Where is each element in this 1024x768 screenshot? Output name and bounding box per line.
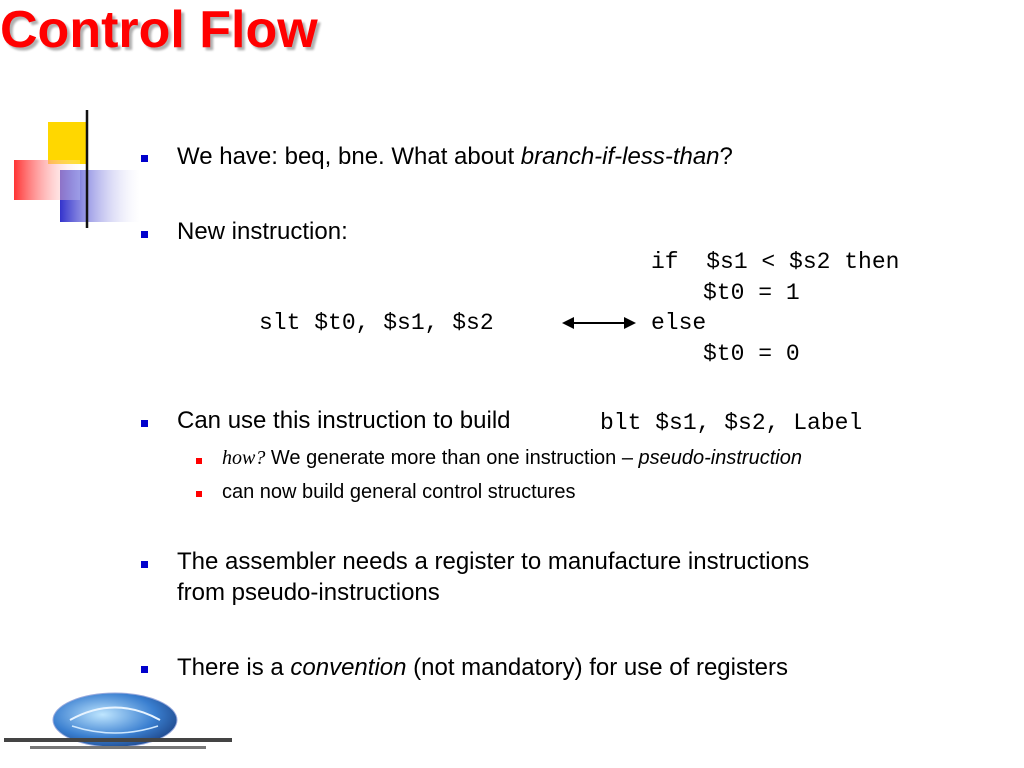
bullet-5-italic: convention — [290, 654, 407, 681]
bullet-3-code: blt $s1, $s2, Label — [600, 410, 863, 436]
yellow-square — [48, 122, 86, 164]
bullet-marker — [141, 420, 148, 427]
subbullet-marker — [196, 458, 202, 464]
bullet-1-text: We have: beq, bne. What about branch-if-… — [177, 143, 733, 171]
bullet-marker — [141, 666, 148, 673]
bullet-1-suffix: ? — [719, 143, 733, 170]
subbullet-2-text: can now build general control structures — [222, 481, 576, 503]
code-else-value-line: $t0 = 0 — [703, 341, 800, 367]
bullet-5-suffix: (not mandatory) for use of registers — [406, 654, 788, 681]
code-slt-line: slt $t0, $s1, $s2 — [259, 310, 494, 336]
bullet-1-prefix: We have: beq, bne. What about — [177, 143, 521, 170]
bullet-3-text: Can use this instruction to build — [177, 407, 511, 434]
bullet-4-line-1: The assembler needs a register to manufa… — [177, 548, 810, 575]
slide-title: Control Flow — [0, 1, 318, 59]
bullet-marker — [141, 231, 148, 238]
bullet-marker — [141, 561, 148, 568]
bullet-4-line-2: from pseudo-instructions — [177, 579, 440, 606]
subbullet-1-text: how? We generate more than one instructi… — [222, 446, 802, 470]
bullet-2-text: New instruction: — [177, 218, 348, 245]
subbullet-1-how: how? — [222, 447, 266, 469]
double-arrow-icon — [562, 317, 636, 329]
university-logo-icon — [4, 692, 232, 749]
red-square — [14, 160, 80, 200]
bullet-5-text: There is a convention (not mandatory) fo… — [177, 654, 788, 682]
subbullet-marker — [196, 491, 202, 497]
bullet-5-prefix: There is a — [177, 654, 291, 681]
corner-decoration — [14, 110, 1000, 228]
bullet-marker — [141, 155, 148, 162]
code-if-line: if $s1 < $s2 then — [651, 249, 900, 275]
bullet-1-italic: branch-if-less-than — [520, 143, 720, 170]
code-else-line: else — [651, 310, 707, 336]
code-then-line: $t0 = 1 — [703, 280, 800, 306]
subbullet-1-middle: We generate more than one instruction – — [265, 447, 639, 469]
subbullet-1-italic: pseudo-instruction — [638, 447, 802, 469]
